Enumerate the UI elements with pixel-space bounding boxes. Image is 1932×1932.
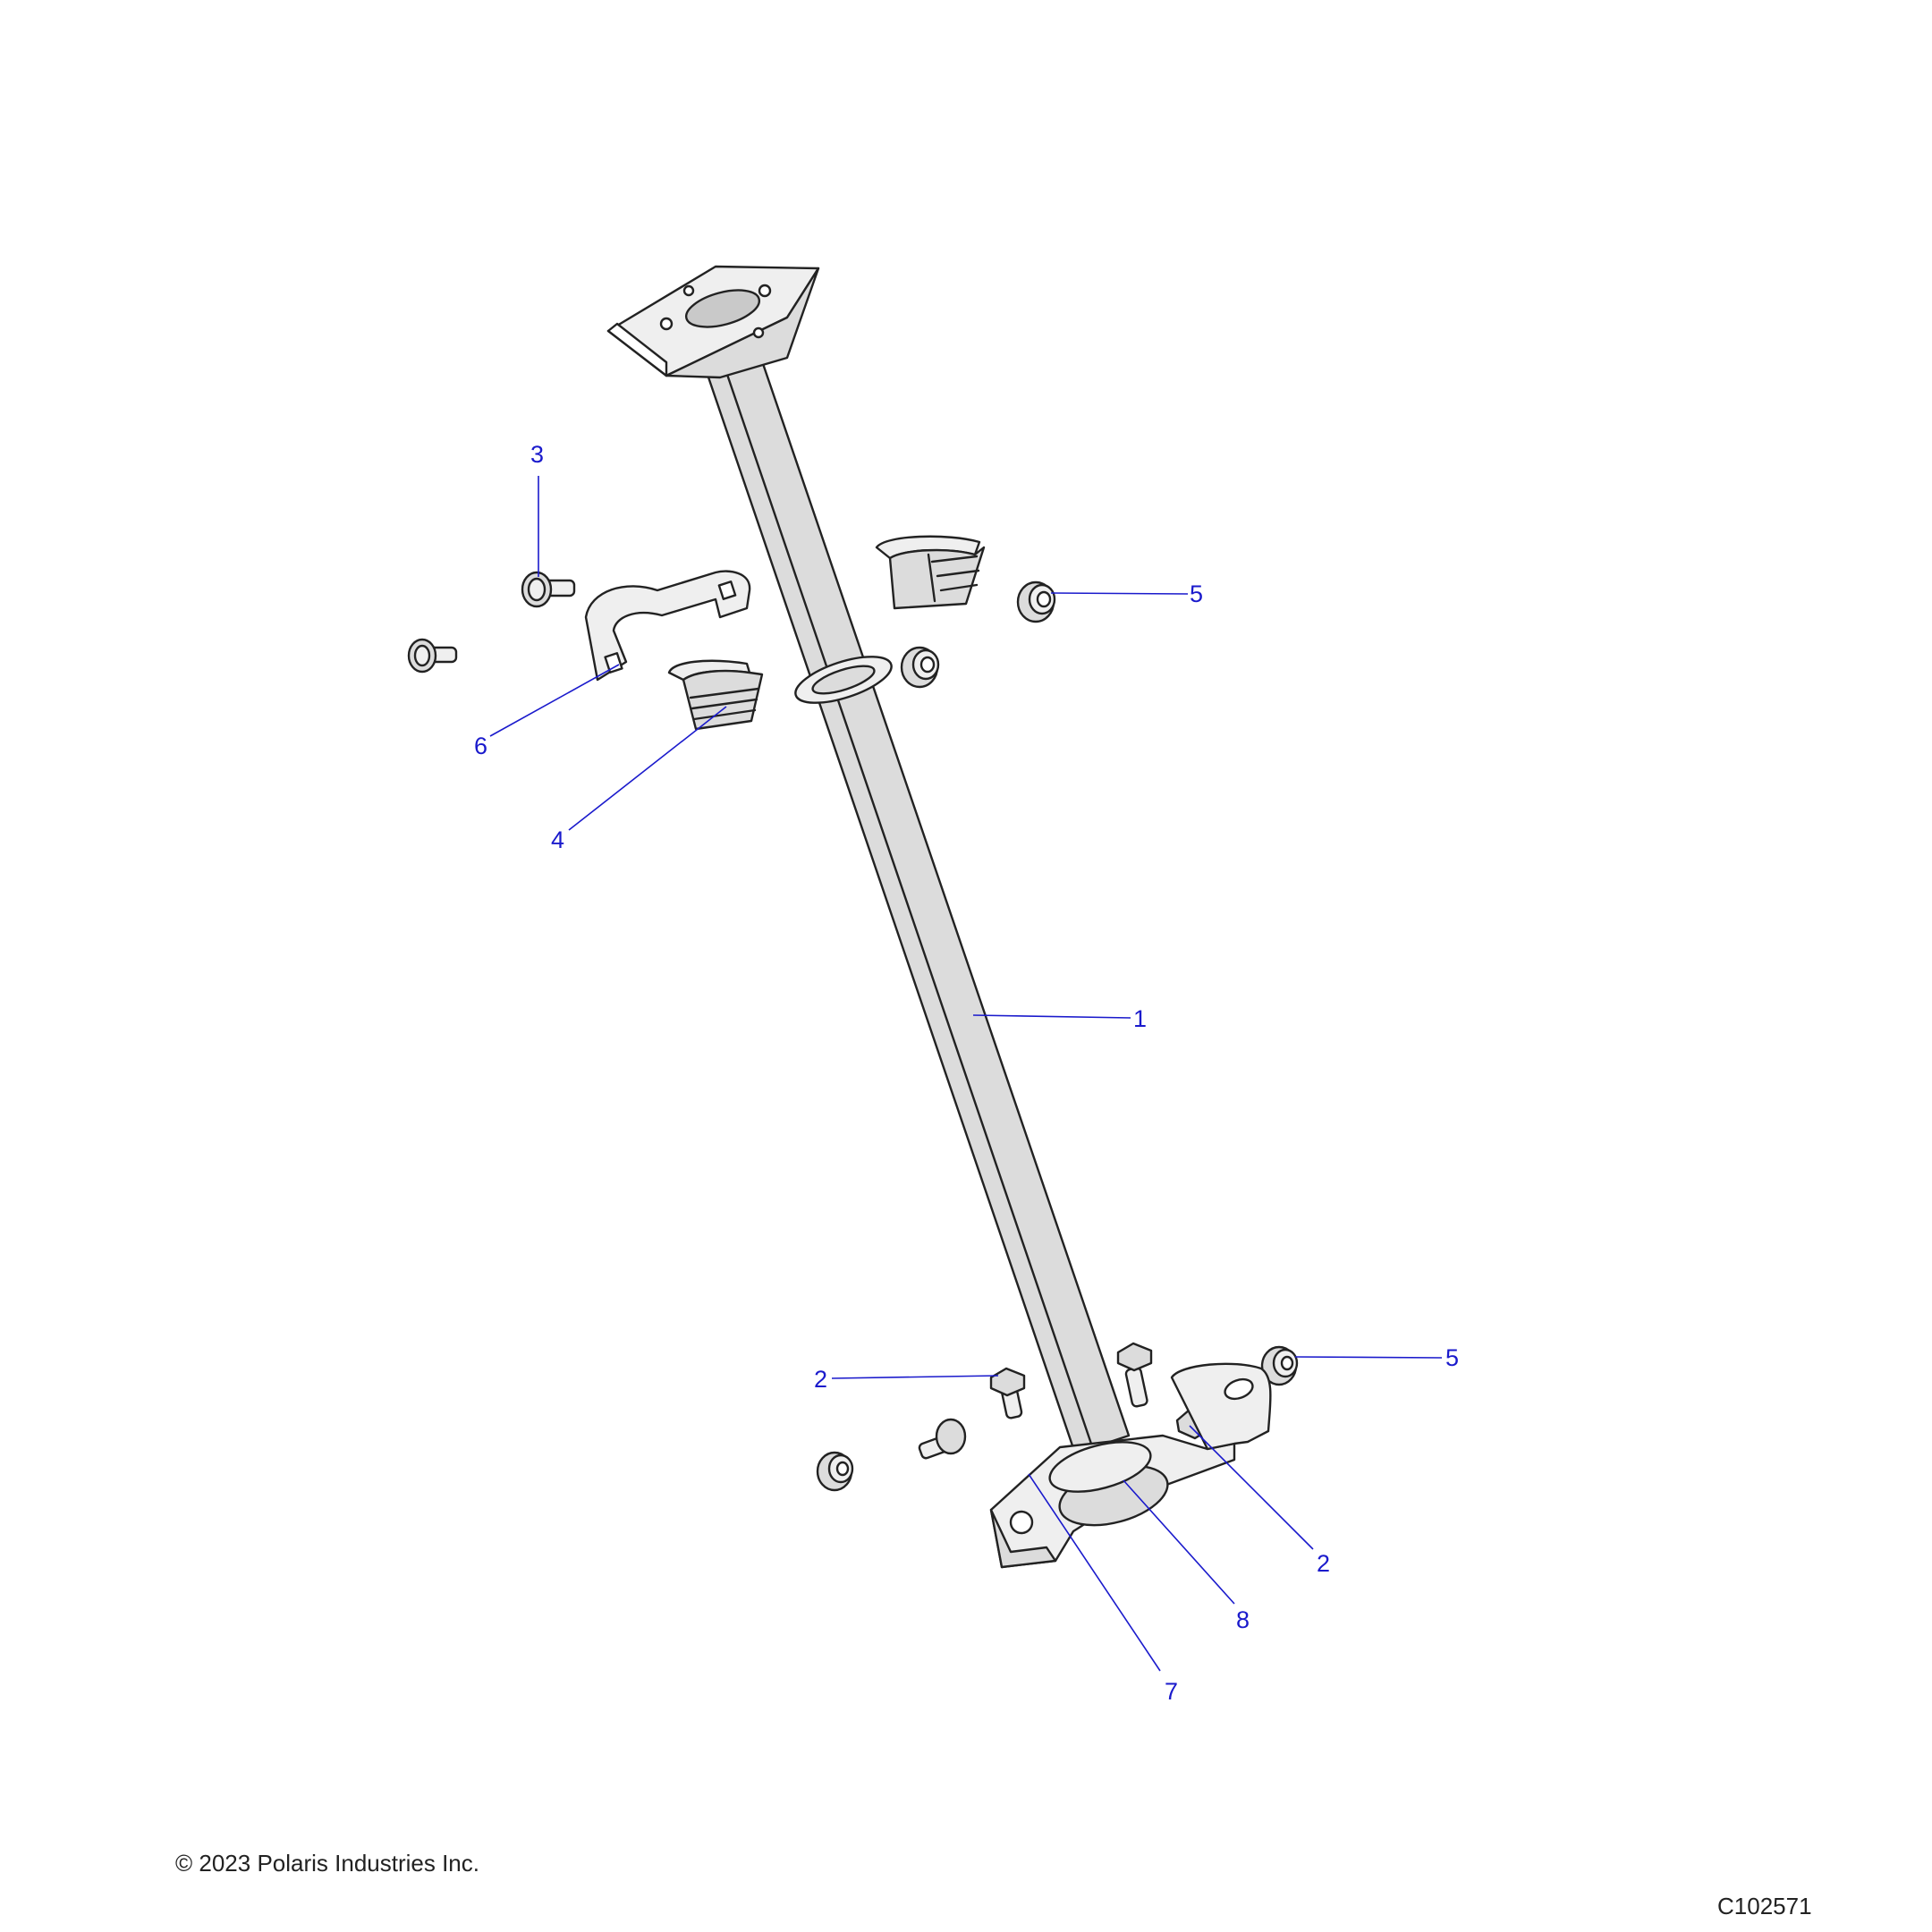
callout-2-left: 2 (814, 1366, 827, 1393)
clamp-bracket (584, 570, 751, 682)
flange-nut-lower-right (1260, 1345, 1299, 1386)
callout-4: 4 (551, 826, 564, 853)
bolt-3 (521, 571, 576, 608)
top-mounting-bracket (606, 265, 820, 379)
leader-lines (489, 476, 1443, 1672)
callout-5-upper: 5 (1190, 580, 1203, 607)
copyright-notice: © 2023 Polaris Industries Inc. (175, 1850, 479, 1877)
callout-7: 7 (1165, 1678, 1178, 1705)
leader-5-upper (1050, 592, 1189, 595)
leader-5-lower (1294, 1356, 1443, 1359)
rubber-bushing-right (875, 535, 986, 610)
bolt-lower-left (918, 1418, 967, 1460)
steering-column-tube (703, 349, 1131, 1455)
callout-5-lower: 5 (1445, 1344, 1459, 1371)
callout-3: 3 (530, 441, 544, 468)
bolt-2-left (989, 1367, 1026, 1419)
callout-6: 6 (474, 733, 487, 759)
leader-4 (568, 706, 727, 831)
lower-bushing (1048, 1441, 1169, 1527)
rubber-bushing-left (667, 659, 764, 731)
flange-nut-upper (1016, 580, 1056, 623)
bolt-2-rear (1116, 1342, 1153, 1408)
callout-1: 1 (1133, 1005, 1147, 1032)
leader-6 (489, 664, 620, 737)
leader-1 (972, 1014, 1131, 1019)
callout-labels: 1 3 5 6 4 2 5 2 8 7 (474, 441, 1459, 1705)
leader-7 (1028, 1473, 1161, 1672)
leader-8 (1123, 1479, 1235, 1605)
flange-nut-middle (900, 646, 940, 689)
flange-nut-lower-left (816, 1451, 854, 1492)
callout-2-right: 2 (1317, 1550, 1330, 1577)
leader-2-right (1189, 1425, 1314, 1550)
callout-8: 8 (1236, 1606, 1250, 1633)
figure-id: C102571 (1717, 1893, 1812, 1919)
bolt-left (407, 638, 458, 674)
leader-2-left (831, 1375, 999, 1379)
